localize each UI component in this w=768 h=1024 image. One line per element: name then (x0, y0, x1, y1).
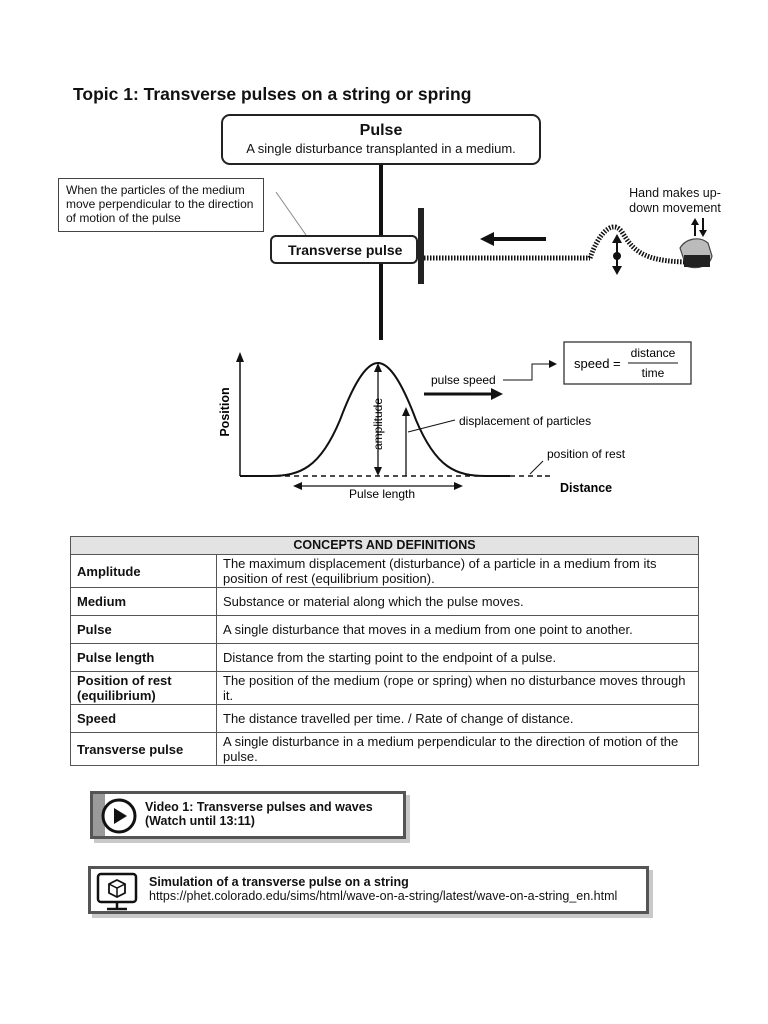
wall (418, 208, 424, 284)
definition-cell: Substance or material along which the pu… (217, 588, 699, 616)
play-icon (99, 796, 139, 836)
hand-movement-label: Hand makes up-down movement (620, 186, 730, 216)
formula-numerator: distance (631, 346, 676, 360)
computer-cube-icon (95, 871, 139, 915)
formula-lhs: speed = (574, 356, 621, 371)
definition-cell: The position of the medium (rope or spri… (217, 672, 699, 705)
pulse-speed-arrow (424, 388, 503, 400)
pulse-subtitle: A single disturbance transplanted in a m… (223, 141, 539, 156)
transverse-pulse-label: Transverse pulse (270, 235, 418, 264)
amplitude-label: amplitude (371, 398, 385, 450)
hand-icon (680, 239, 712, 268)
x-axis-label: Distance (560, 481, 612, 495)
pulse-direction-arrow (480, 232, 546, 246)
simulation-title: Simulation of a transverse pulse on a st… (149, 875, 617, 889)
up-down-small-arrows-icon (691, 218, 707, 237)
table-row: Speed The distance travelled per time. /… (71, 705, 699, 733)
transverse-definition-note: When the particles of the medium move pe… (58, 178, 264, 232)
concepts-table: CONCEPTS AND DEFINITIONS Amplitude The m… (70, 536, 699, 766)
simulation-url[interactable]: https://phet.colorado.edu/sims/html/wave… (149, 889, 617, 903)
formula-box: speed = distance time (564, 342, 691, 384)
term-cell: Pulse length (71, 644, 217, 672)
term-cell: Transverse pulse (71, 733, 217, 766)
pulse-heading: Pulse (223, 122, 539, 140)
term-cell: Position of rest (equilibrium) (71, 672, 217, 705)
pulse-graph: amplitude displacement of particles puls… (0, 340, 768, 510)
definition-cell: A single disturbance in a medium perpend… (217, 733, 699, 766)
y-axis-label: Position (218, 387, 232, 436)
video-link[interactable]: Video 1: Transverse pulses and waves (Wa… (90, 791, 406, 839)
video-note: (Watch until 13:11) (145, 814, 373, 828)
up-down-arrow-icon (612, 234, 622, 275)
pulse-definition-box: Pulse A single disturbance transplanted … (221, 114, 541, 165)
table-row: Position of rest (equilibrium) The posit… (71, 672, 699, 705)
definition-cell: Distance from the starting point to the … (217, 644, 699, 672)
table-row: Pulse A single disturbance that moves in… (71, 616, 699, 644)
table-row: Pulse length Distance from the starting … (71, 644, 699, 672)
table-row: Medium Substance or material along which… (71, 588, 699, 616)
term-cell: Medium (71, 588, 217, 616)
spring-diagram (0, 0, 768, 345)
spring-coil (424, 227, 690, 262)
table-row: Transverse pulse A single disturbance in… (71, 733, 699, 766)
definition-cell: The distance travelled per time. / Rate … (217, 705, 699, 733)
video-title: Video 1: Transverse pulses and waves (145, 800, 373, 814)
definition-cell: The maximum displacement (disturbance) o… (217, 555, 699, 588)
term-cell: Amplitude (71, 555, 217, 588)
simulation-link[interactable]: Simulation of a transverse pulse on a st… (88, 866, 649, 914)
pulse-length-label: Pulse length (349, 487, 415, 501)
term-cell: Pulse (71, 616, 217, 644)
formula-denominator: time (642, 366, 665, 380)
definition-cell: A single disturbance that moves in a med… (217, 616, 699, 644)
rest-label: position of rest (547, 447, 626, 461)
term-cell: Speed (71, 705, 217, 733)
displacement-label: displacement of particles (459, 414, 591, 428)
pulse-speed-label: pulse speed (431, 373, 496, 387)
table-row: Amplitude The maximum displacement (dist… (71, 555, 699, 588)
displacement-arrow (402, 407, 410, 476)
table-header: CONCEPTS AND DEFINITIONS (71, 537, 699, 555)
